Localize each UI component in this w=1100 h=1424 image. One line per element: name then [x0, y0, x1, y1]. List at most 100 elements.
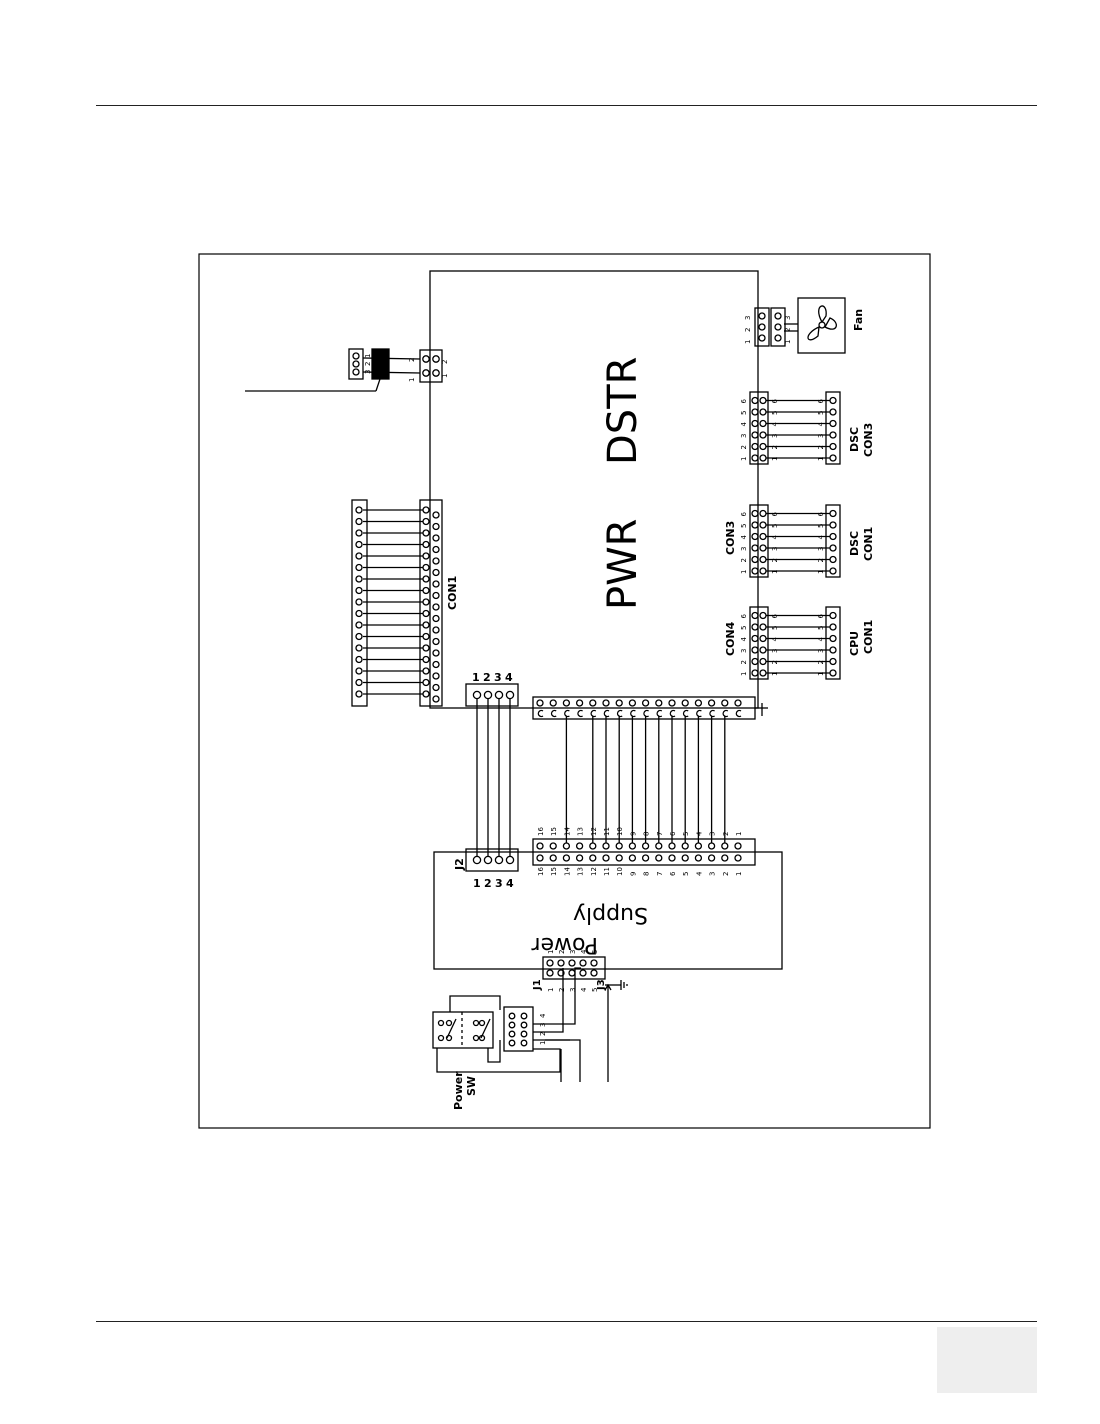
psu16-pin-num-top: 7	[656, 832, 664, 836]
psu16-pin-lower	[536, 854, 544, 862]
dsc-con1-board-pin	[759, 544, 767, 552]
con1-pin	[432, 545, 440, 554]
cpu-con1-remote-pin	[829, 623, 837, 631]
psu16-pin-num-bottom: 1	[735, 872, 743, 876]
dsc-con3-remote-pin	[829, 408, 837, 416]
sw-pin	[520, 1012, 528, 1020]
psu16-pin-num-bottom: 6	[669, 871, 677, 876]
j1-pin	[557, 959, 565, 967]
con1-pin	[422, 667, 430, 675]
psu16-pin-lower	[681, 854, 689, 862]
j1-pin-num-b: 3	[569, 988, 577, 992]
cpu-con1-pin-num: 2	[817, 660, 825, 664]
psu16-pin-upper	[562, 842, 571, 850]
psu16-pin-num-top: 13	[577, 827, 585, 836]
psu16-pin-num-bottom: 7	[656, 872, 664, 876]
con1-pin	[422, 655, 430, 664]
psu16-pin-lower	[707, 854, 716, 862]
con1-pin	[422, 598, 430, 606]
con1-strip-pin	[355, 552, 363, 560]
psu16-pin-upper	[575, 842, 584, 850]
psu16-pin-num-top: 5	[682, 832, 690, 836]
con1-pin	[422, 517, 430, 526]
con1-strip-pin	[355, 540, 363, 549]
con1-pin	[432, 580, 440, 588]
switch-label-sw: SW	[465, 1076, 478, 1096]
con1-strip-pin	[355, 598, 363, 606]
psu16-pin-upper	[721, 842, 729, 850]
psu16-pin-upper	[536, 842, 544, 850]
j3-label: J3	[596, 979, 607, 991]
p3-pin-1: 1	[364, 354, 372, 358]
dsc-con3-board-pin	[751, 408, 759, 416]
psu16-pin-upper	[641, 842, 650, 850]
con1-pin	[422, 609, 430, 618]
sw-pin	[520, 1030, 528, 1038]
board16-pin-lower	[564, 709, 570, 718]
cpu-con1-pin-num: 6	[740, 614, 748, 619]
board16-pin-lower	[669, 709, 676, 718]
psu16-pin-upper	[589, 842, 597, 850]
cpu-con1-pin-num: 3	[740, 649, 748, 653]
dsc-con1-remote-pin	[829, 567, 837, 575]
cpu-con1-pin-num: 3	[817, 649, 825, 653]
dsc-con3-line2: CON3	[862, 423, 875, 457]
psu16-pin-num-bottom: 4	[695, 871, 703, 876]
dsc-con3-line1: DSC	[848, 427, 861, 452]
psu16-pin-num-top: 8	[643, 832, 651, 836]
board16-pin-lower	[696, 709, 702, 718]
psu16-pin-num-top: 11	[603, 827, 611, 836]
board16-pin-upper	[668, 699, 676, 707]
dsc-con3-board-pin	[759, 454, 767, 462]
psu16-pin-num-bottom: 3	[709, 872, 717, 876]
board16-pin-lower	[537, 709, 544, 718]
cpu-con1-board-pin	[759, 611, 767, 620]
dsc-con1-line2: CON1	[862, 527, 875, 561]
j1-pin-num-b: 4	[580, 987, 588, 992]
dsc-con1-line1: DSC	[848, 531, 861, 556]
psu16-pin-lower	[549, 854, 557, 862]
cpu-con1-board-pin	[759, 657, 767, 666]
dsc-con3-board-pin	[759, 396, 767, 405]
dsc-con1-board-pin	[751, 555, 759, 564]
cpu-con1-board-pin	[751, 634, 759, 643]
dsc-con3-board-pin	[751, 419, 759, 428]
figure-frame	[198, 253, 931, 1129]
dsc-con3-board-pin	[759, 431, 767, 439]
dsc-con1-board-pin	[759, 567, 767, 575]
p2-pin-1b: 1	[408, 378, 416, 382]
con1-pin	[422, 644, 430, 652]
con1-pin	[432, 534, 440, 542]
con1-pin	[432, 649, 440, 657]
cpu-con1-board-pin	[759, 669, 767, 677]
con1-pin	[432, 660, 440, 669]
con1-pin	[432, 591, 440, 600]
board16-pin-upper	[602, 699, 610, 707]
cpu-con1-board-pin	[751, 669, 759, 677]
sw-pin	[520, 1021, 528, 1029]
cpu-con1-remote-pin	[829, 657, 837, 666]
psu-sixteen-pin-connector: 1616151514141313121211111010998877665544…	[532, 827, 756, 876]
con1-pin	[422, 632, 430, 641]
p3-pin-2: 2	[364, 362, 372, 366]
dsc-con3-board-pin	[759, 419, 767, 428]
psu16-pin-upper	[628, 842, 637, 850]
sw-pin	[508, 1021, 516, 1029]
dsc-con1-pin-num: 3	[817, 547, 825, 551]
p2-pin-1: 1	[441, 374, 449, 378]
dsc-con1-remote-pin	[829, 509, 837, 518]
board16-pin-lower	[643, 709, 649, 718]
con1-strip-pin	[355, 690, 363, 698]
dsc-con3-pin-num: 3	[740, 434, 748, 438]
psu16-pin-lower	[734, 854, 742, 862]
j2-connector: 1 2 3 4 J2	[453, 848, 519, 890]
psu16-pin-num-top: 4	[695, 831, 703, 836]
j1-pin-num: 4	[580, 949, 588, 954]
cpu-con1-pin-num: 6	[771, 614, 779, 619]
j2-wires	[476, 699, 511, 856]
psu16-pin-num-bottom: 15	[550, 867, 558, 876]
footer-rule	[96, 1321, 1037, 1322]
board16-pin-upper	[694, 699, 703, 707]
dsc-con3-pin-num: 1	[740, 457, 748, 461]
